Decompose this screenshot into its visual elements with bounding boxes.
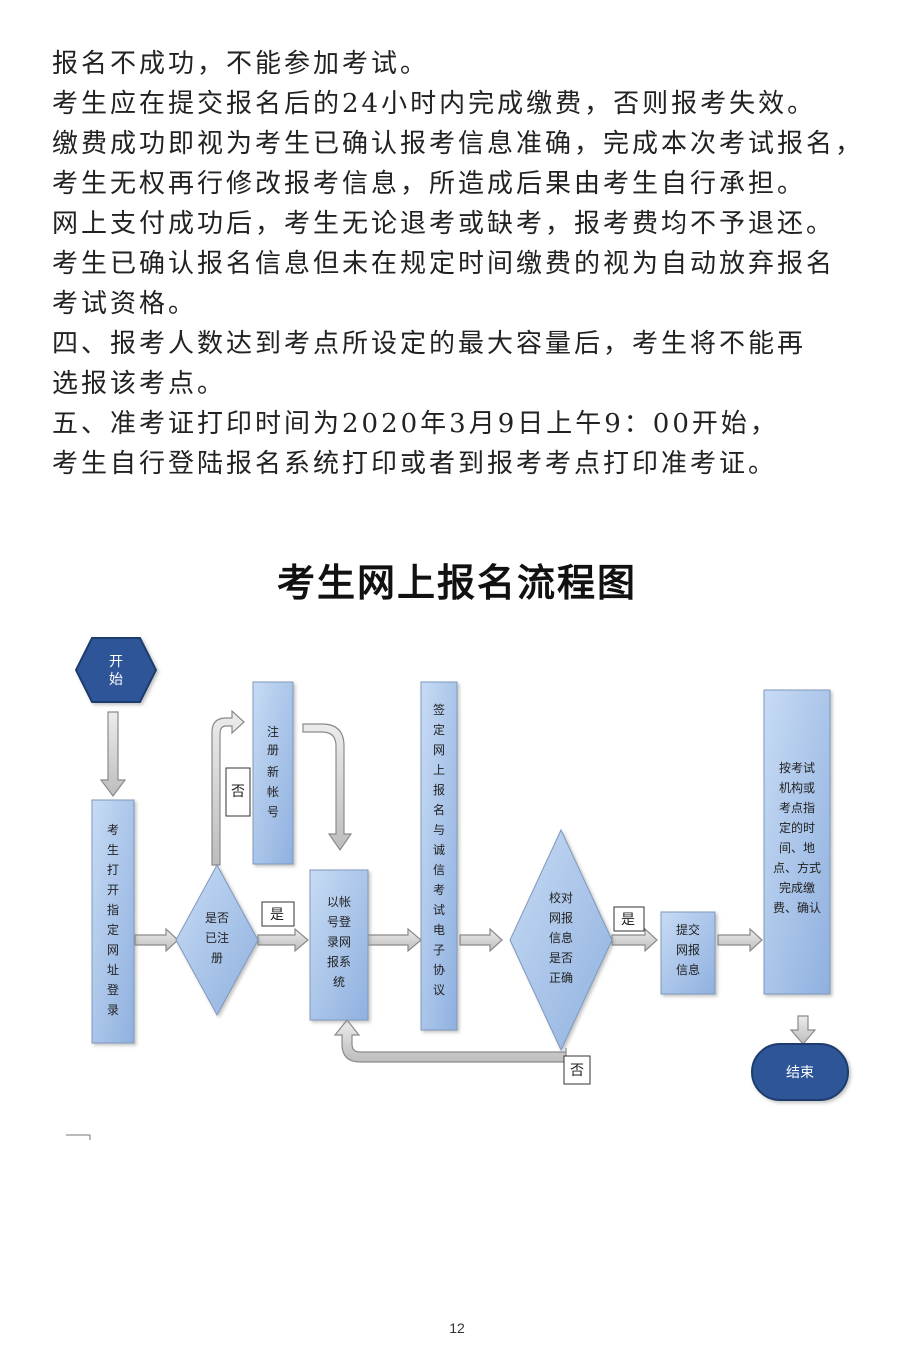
open-site-label: 录 [107,1003,119,1017]
agreement-label: 考 [433,883,445,897]
agreement-node: 签 定 网 上 报 名 与 诚 信 考 试 电 子 协 议 [420,681,458,1031]
check-info-label: 信息 [549,930,573,945]
start-label: 开 [109,654,123,670]
open-site-label: 指 [107,902,119,917]
pay-label: 费、确认 [773,901,821,915]
check-info-decision: 校对 网报 信息 是否 正确 [509,828,613,1052]
text-line: 考试资格。 [52,289,198,319]
text-line: 缴费成功即视为考生已确认报考信息准确，完成本次考试报名， [52,129,865,159]
login-label: 统 [333,975,345,989]
page-number: 12 [449,1320,465,1336]
pay-label: 考点指 [779,800,815,815]
submit-node: 提交 网报 信息 [660,911,716,995]
flowchart: 开 始 考 生 打 开 指 定 网 址 登 录 是否 已注 册 注 册 新 帐 … [66,637,849,1140]
register-label: 册 [267,743,279,757]
open-site-label: 考 [107,823,119,837]
pay-label: 完成缴 [779,880,815,895]
agreement-label: 签 [433,702,445,717]
is-registered-label: 是否 [205,911,229,925]
agreement-label: 网 [433,743,445,757]
check-info-label: 校对 [549,890,573,905]
agreement-label: 子 [433,943,445,957]
agreement-label: 议 [433,983,445,997]
arrow-check-to-submit [611,927,658,953]
pay-label: 定的时 [779,820,815,835]
open-site-label: 定 [107,922,119,937]
open-site-label: 网 [107,943,119,957]
check-info-label: 网报 [549,910,573,925]
register-node: 注 册 新 帐 号 [252,681,294,865]
agreement-label: 名 [433,802,445,817]
label-yes: 是 [621,912,635,928]
text-line: 选报该考点。 [52,369,227,399]
pay-label: 按考试 [779,760,815,775]
open-site-label: 址 [107,963,119,977]
agreement-label: 与 [433,823,445,837]
flowchart-title: 考生网上报名流程图 [276,561,637,605]
is-registered-label: 已注 [205,930,229,945]
end-node: 结束 [751,1043,849,1101]
label-no: 否 [231,784,245,800]
open-site-label: 登 [107,982,119,997]
submit-label: 信息 [676,962,700,977]
text-line: 考生无权再行修改报考信息，所造成后果由考生自行承担。 [52,169,807,199]
pay-node: 按考试 机构或 考点指 定的时 间、地 点、方式 完成缴 费、确认 [763,689,831,995]
is-registered-label: 册 [211,951,223,965]
arrow-agreement-to-check [459,927,503,953]
login-label: 号登 [327,914,351,929]
arrow-submit-to-pay [717,927,763,953]
text-line: 五、准考证打印时间为2020年3月9日上午9：00开始， [52,409,779,439]
submit-label: 提交 [676,922,700,937]
open-site-node: 考 生 打 开 指 定 网 址 登 录 [91,799,135,1044]
text-line: 考生应在提交报名后的24小时内完成缴费，否则报考失效。 [52,89,817,119]
open-site-label: 开 [107,883,119,897]
submit-label: 网报 [676,942,700,957]
pay-label: 机构或 [779,780,815,795]
login-node: 以帐 号登 录网 报系 统 [309,869,369,1021]
arrow-start-to-open [99,711,127,797]
register-label: 帐 [267,784,279,799]
open-site-label: 打 [107,863,119,877]
start-label: 始 [109,672,123,688]
agreement-label: 定 [433,722,445,737]
pay-label: 点、方式 [773,860,821,875]
open-site-label: 生 [107,843,119,857]
arrow-decision-to-login [257,927,309,953]
login-label: 以帐 [327,894,351,909]
text-line: 考生已确认报名信息但未在规定时间缴费的视为自动放弃报名 [52,249,836,279]
arrow-open-to-decision [134,927,179,953]
check-info-label: 正确 [549,971,573,985]
label-yes: 是 [270,907,284,923]
arrow-pay-to-end [789,1015,817,1045]
text-line: 考生自行登陆报名系统打印或者到报考考点打印准考证。 [52,449,778,479]
is-registered-decision: 是否 已注 册 [175,863,259,1017]
text-line: 四、报考人数达到考点所设定的最大容量后，考生将不能再 [52,329,807,359]
start-node: 开 始 [74,637,158,703]
agreement-label: 试 [433,902,445,917]
agreement-label: 诚 [433,843,445,857]
agreement-label: 上 [433,763,445,777]
corner-mark [66,1134,91,1140]
arrow-login-to-agreement [367,927,422,953]
agreement-label: 协 [433,962,445,977]
register-label: 号 [267,805,279,819]
check-info-label: 是否 [549,951,573,965]
agreement-label: 电 [433,923,445,937]
login-label: 录网 [327,935,351,949]
register-label: 新 [267,764,279,779]
arrow-decision-no-to-register [211,709,245,866]
agreement-label: 报 [433,782,445,797]
end-label: 结束 [786,1065,814,1081]
branch-labels: 否 是 是 否 [225,767,645,1085]
arrow-register-to-login [302,723,353,852]
login-label: 报系 [327,954,351,969]
agreement-label: 信 [433,863,445,877]
flow-arrows [99,709,817,1063]
pay-label: 间、地 [779,841,815,855]
label-no: 否 [570,1063,584,1079]
text-line: 报名不成功，不能参加考试。 [52,49,430,79]
register-label: 注 [267,724,279,739]
text-line: 网上支付成功后，考生无论退考或缺考，报考费均不予退还。 [52,209,836,239]
